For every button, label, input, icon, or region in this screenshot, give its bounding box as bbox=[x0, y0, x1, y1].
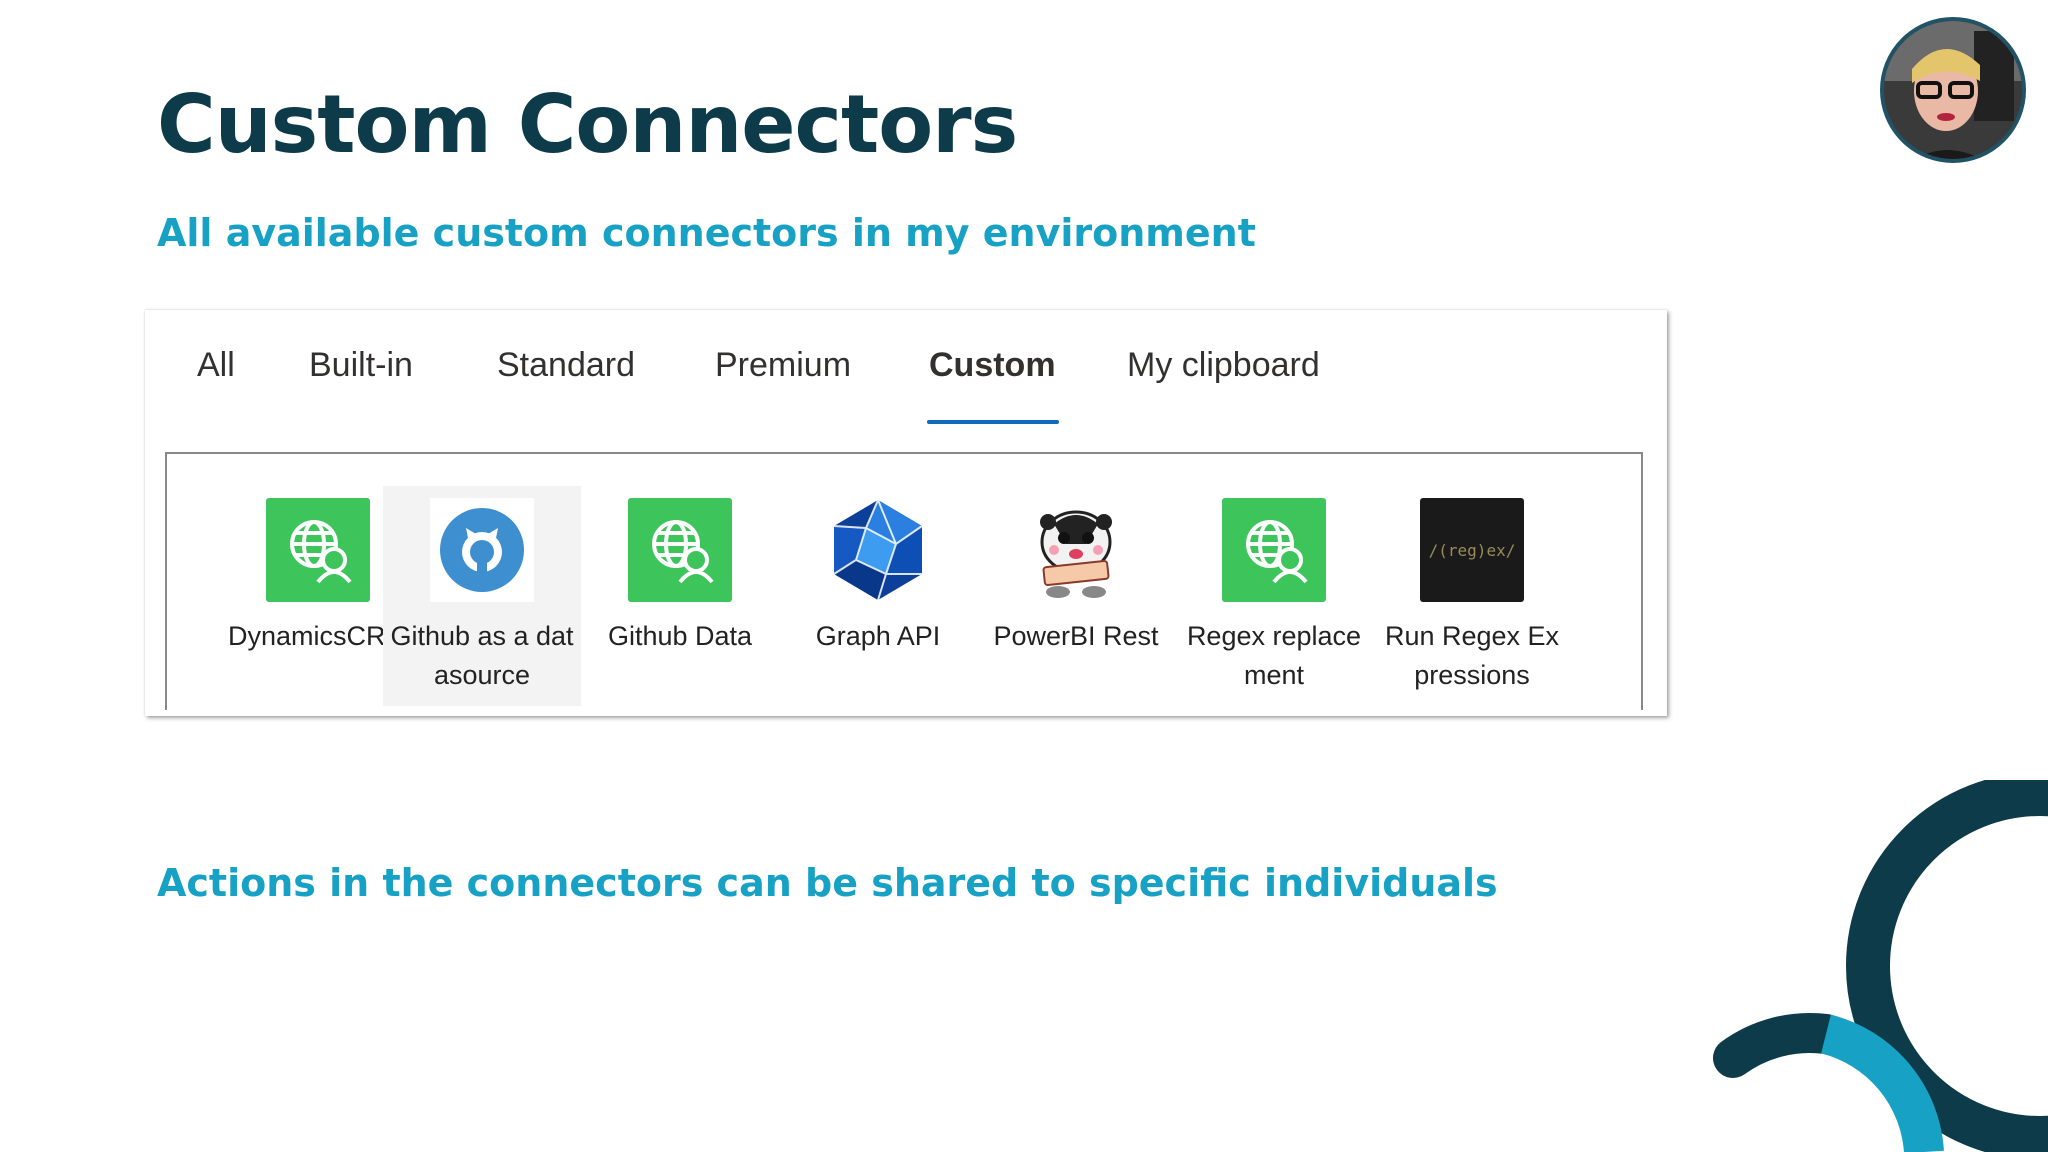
connector-label: Github Data bbox=[607, 621, 753, 651]
connector-tile-dynamicscrm[interactable]: DynamicsCRM bbox=[219, 486, 417, 706]
connector-tile-github-as-a-datasource[interactable]: Github as a datasource bbox=[383, 486, 581, 706]
subtitle-available-connectors: All available custom connectors in my en… bbox=[157, 211, 1256, 255]
connector-gallery: DynamicsCRM Github as a datasource bbox=[165, 452, 1643, 710]
connector-tile-github-data[interactable]: Github Data bbox=[581, 486, 779, 706]
tab-my-clipboard[interactable]: My clipboard bbox=[1127, 346, 1320, 384]
badger-mascot-icon bbox=[1024, 498, 1128, 602]
connector-label: Graph API bbox=[815, 621, 941, 651]
tab-all[interactable]: All bbox=[197, 346, 235, 384]
regex-icon: /(reg)ex/ bbox=[1420, 498, 1524, 602]
connector-label: Regex replacement bbox=[1186, 621, 1362, 690]
connector-tile-powerbi-rest[interactable]: PowerBI Rest bbox=[977, 486, 1175, 706]
connector-picker-screenshot: All Built-in Standard Premium Custom My … bbox=[145, 310, 1667, 716]
connector-label: DynamicsCRM bbox=[227, 621, 408, 651]
connector-tile-regex-replacement[interactable]: Regex replacement bbox=[1175, 486, 1373, 706]
regex-icon-text: /(reg)ex/ bbox=[1429, 541, 1516, 560]
category-tabs: All Built-in Standard Premium Custom My … bbox=[145, 310, 1667, 424]
graph-polyhedron-icon bbox=[826, 498, 930, 602]
tab-standard[interactable]: Standard bbox=[497, 346, 635, 384]
subtitle-shared-actions: Actions in the connectors can be shared … bbox=[157, 861, 1498, 905]
tab-custom[interactable]: Custom bbox=[929, 346, 1056, 384]
presenter-avatar bbox=[1880, 17, 2026, 163]
active-tab-underline bbox=[927, 420, 1059, 424]
slide-title: Custom Connectors bbox=[157, 78, 1018, 171]
tab-premium[interactable]: Premium bbox=[715, 346, 852, 384]
github-icon bbox=[430, 498, 534, 602]
connector-label: Run Regex Expressions bbox=[1384, 621, 1560, 690]
tab-built-in[interactable]: Built-in bbox=[309, 346, 413, 384]
connector-label: PowerBI Rest bbox=[993, 621, 1159, 651]
decorative-arcs bbox=[1713, 780, 2048, 1152]
globe-person-icon bbox=[266, 498, 370, 602]
connector-tile-run-regex-expressions[interactable]: /(reg)ex/ Run Regex Expressions bbox=[1373, 486, 1571, 706]
globe-person-icon bbox=[628, 498, 732, 602]
connector-label: Github as a datasource bbox=[390, 621, 574, 690]
connector-tile-graph-api[interactable]: Graph API bbox=[779, 486, 977, 706]
globe-person-icon bbox=[1222, 498, 1326, 602]
